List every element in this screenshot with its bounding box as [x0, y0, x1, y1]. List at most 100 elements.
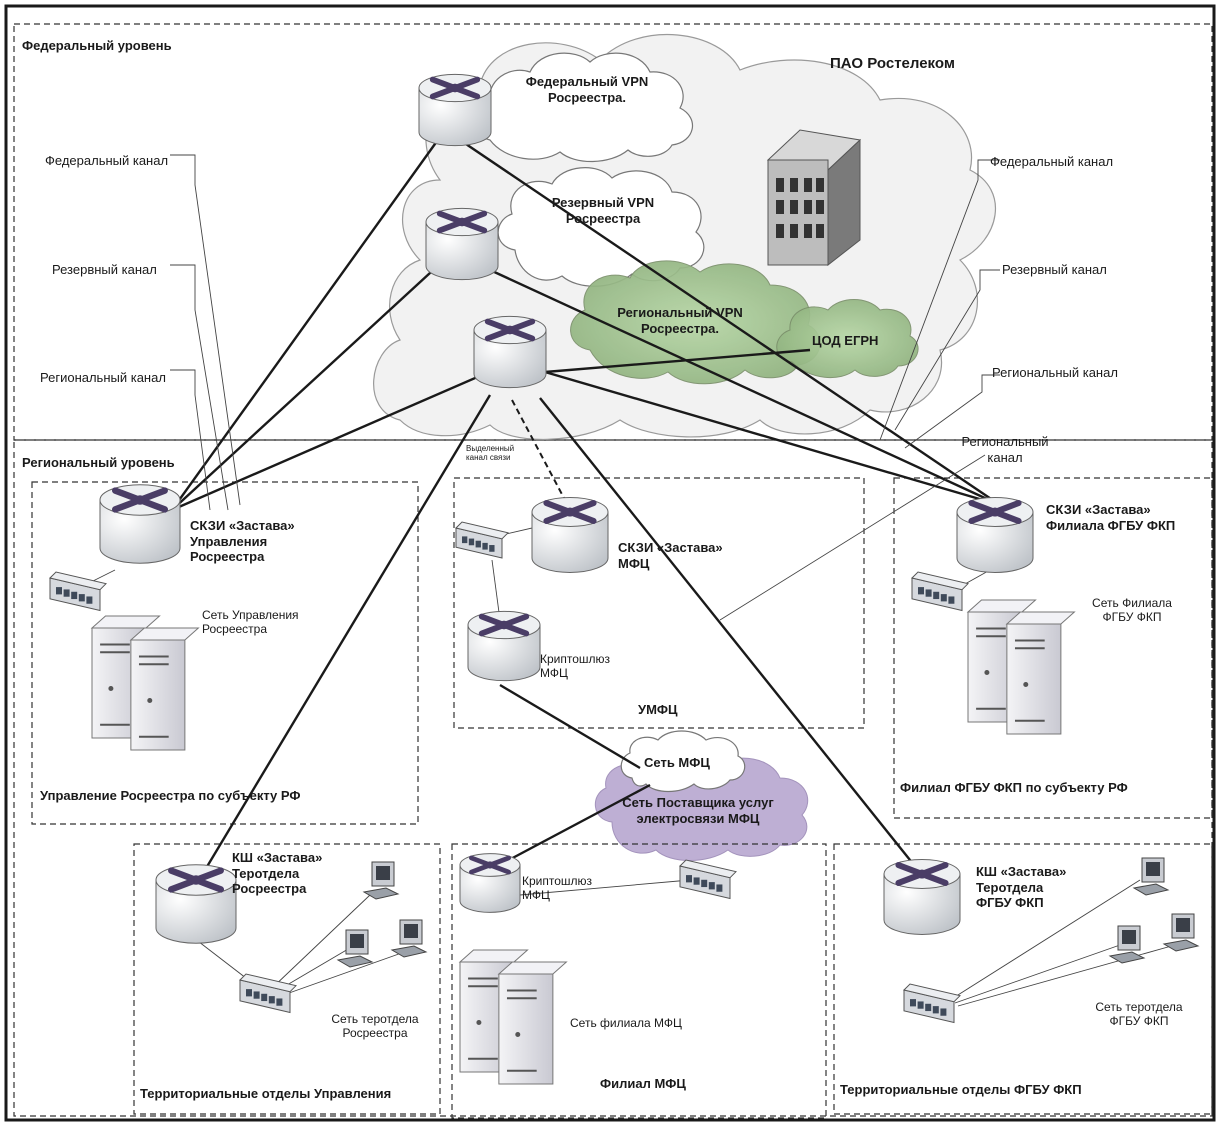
- dedicated-channel-line: [511, 399, 566, 501]
- regional-router-icon: [473, 315, 547, 389]
- fkp-title: Филиал ФГБУ ФКП по субъекту РФ: [900, 780, 1128, 795]
- upr-net-line2: Росреестра: [202, 622, 268, 637]
- ter-fkp-net-line2: ФГБУ ФКП: [1109, 1014, 1169, 1029]
- regional-vpn-label: Региональный VPN Росреестра.: [600, 305, 760, 336]
- federal-router-icon: [418, 73, 492, 147]
- ter-upr-switch-icon: [239, 973, 297, 1014]
- umfc-box: [453, 477, 865, 729]
- fil-mfc-box: [451, 843, 827, 1119]
- fil-mfc-title: Филиал МФЦ: [600, 1076, 686, 1091]
- federal-level-box: [13, 23, 1213, 441]
- regional-vpn-cloud: [570, 260, 821, 385]
- ter-fkp-router-line1: КШ «Застава»: [976, 864, 1067, 879]
- mfc-net-label: Сеть МФЦ: [644, 755, 710, 770]
- mfc-network-cloud: [620, 730, 746, 793]
- ter-fkp-pc-2-icon: [1108, 925, 1146, 964]
- fil-mfc-switch-icon: [679, 859, 737, 900]
- provider-mfc-line2: электросвязи МФЦ: [636, 810, 760, 826]
- federal-vpn-label: Федеральный VPN Росреестра.: [512, 74, 662, 105]
- left-reserve-channel-label: Резервный канал: [52, 262, 157, 277]
- fil-mfc-crypto-line2: МФЦ: [522, 888, 550, 903]
- upr-router-label: СКЗИ «Застава» Управления Росреестра: [190, 518, 295, 565]
- right-federal-channel-label: Федеральный канал: [990, 154, 1114, 169]
- ter-upr-title: Территориальные отделы Управления: [140, 1086, 392, 1101]
- right-regional-channel-label: Региональный канал: [992, 365, 1118, 380]
- upr-net-line1: Сеть Управления: [202, 608, 299, 622]
- ter-upr-router-line3: Росреестра: [232, 881, 307, 897]
- umfc-router-line1: СКЗИ «Застава»: [618, 540, 723, 555]
- umfc-router-label: СКЗИ «Застава» МФЦ: [618, 540, 723, 571]
- provider-label: ПАО Ростелеком: [830, 55, 955, 72]
- ter-fkp-box: [833, 843, 1213, 1115]
- ter-upr-pc-1-icon: [362, 861, 400, 900]
- fil-mfc-crypto-line1: Криптошлюз: [522, 874, 593, 888]
- right-regional2-line1: Региональный: [961, 434, 1049, 449]
- left-regional-channel-label: Региональный канал: [40, 370, 166, 385]
- provider-mfc-label: Сеть Поставщика услуг электросвязи МФЦ: [608, 795, 788, 826]
- ter-fkp-switch-icon: [903, 983, 961, 1024]
- fkp-switch-icon: [911, 571, 969, 612]
- upr-router-icon: [99, 484, 181, 564]
- upr-box: [31, 481, 419, 825]
- dc-cloud: [776, 299, 919, 379]
- ter-fkp-title: Территориальные отделы ФГБУ ФКП: [840, 1082, 1082, 1097]
- umfc-router-icon: [531, 497, 609, 573]
- left-federal-channel-label: Федеральный канал: [45, 153, 169, 168]
- right-reserve-channel-label: Резервный канал: [1002, 262, 1107, 277]
- building-icon: [766, 129, 862, 267]
- fkp-server-icon: [966, 599, 1076, 735]
- fkp-router-line1: СКЗИ «Застава»: [1046, 502, 1151, 517]
- ter-upr-router-line2: Теротдела: [232, 865, 300, 881]
- umfc-crypto-line2: МФЦ: [540, 666, 568, 681]
- upr-switch-icon: [49, 571, 107, 612]
- fil-mfc-server-icon: [458, 949, 568, 1085]
- ter-fkp-router-line2: Теротдела: [976, 879, 1044, 895]
- ter-fkp-pc-1-icon: [1132, 857, 1170, 896]
- fil-mfc-crypto-icon: [459, 853, 521, 913]
- federal-vpn-line1: Федеральный VPN: [525, 74, 649, 89]
- federal-vpn-cloud: [474, 52, 694, 163]
- fkp-net-line1: Сеть Филиала: [1092, 596, 1172, 610]
- ter-fkp-router-label: КШ «Застава» Теротдела ФГБУ ФКП: [976, 864, 1066, 911]
- reserve-router-icon: [425, 207, 499, 281]
- ter-upr-router-icon: [155, 864, 237, 944]
- ter-fkp-net-line1: Сеть теротдела: [1095, 1000, 1183, 1014]
- ter-upr-pc-3-icon: [390, 919, 428, 958]
- ter-upr-net-line1: Сеть теротдела: [331, 1012, 419, 1026]
- upr-router-line2: Управления: [190, 533, 268, 549]
- umfc-crypto-label: Криптошлюз МФЦ: [540, 652, 610, 681]
- fkp-router-icon: [956, 497, 1034, 573]
- upr-net-label: Сеть Управления Росреестра: [202, 608, 299, 637]
- regional-level-box: [13, 439, 1213, 1117]
- fkp-box: [893, 477, 1213, 819]
- ter-upr-net-label: Сеть теротдела Росреестра: [320, 1012, 430, 1041]
- fkp-router-line2: Филиала ФГБУ ФКП: [1046, 517, 1176, 533]
- ter-fkp-pc-3-icon: [1162, 913, 1200, 952]
- dedicated-line2: канал связи: [466, 452, 511, 462]
- ter-upr-router-line1: КШ «Застава»: [232, 850, 323, 865]
- ter-upr-box: [133, 843, 441, 1115]
- regional-vpn-line1: Региональный VPN: [617, 305, 743, 320]
- fkp-net-line2: ФГБУ ФКП: [1102, 610, 1162, 625]
- umfc-crypto-line1: Криптошлюз: [540, 652, 611, 666]
- reserve-vpn-label: Резервный VPN Росреестра: [528, 195, 678, 226]
- fil-mfc-net-label: Сеть филиала МФЦ: [570, 1016, 682, 1030]
- reserve-vpn-line2: Росреестра: [565, 210, 641, 226]
- umfc-title: УМФЦ: [638, 702, 678, 717]
- right-regional2-channel-label: Региональный канал: [950, 434, 1060, 465]
- federal-level-label: Федеральный уровень: [22, 38, 172, 53]
- upr-router-line3: Росреестра: [190, 549, 265, 565]
- reserve-vpn-line1: Резервный VPN: [551, 195, 655, 210]
- dedicated-channel-label: Выделенный канал связи: [466, 444, 514, 463]
- fil-mfc-crypto-label: Криптошлюз МФЦ: [522, 874, 592, 903]
- provider-mfc-line1: Сеть Поставщика услуг: [622, 795, 774, 810]
- ter-upr-pc-2-icon: [336, 929, 374, 968]
- upr-server-icon: [90, 615, 200, 751]
- ter-upr-net-line2: Росреестра: [342, 1026, 408, 1041]
- ter-fkp-net-label: Сеть теротдела ФГБУ ФКП: [1084, 1000, 1194, 1029]
- regional-level-label: Региональный уровень: [22, 455, 175, 470]
- upr-title: Управление Росреестра по субъекту РФ: [40, 788, 301, 803]
- ter-fkp-router-icon: [883, 859, 961, 935]
- umfc-router-line2: МФЦ: [618, 555, 650, 571]
- regional-vpn-line2: Росреестра.: [641, 320, 719, 336]
